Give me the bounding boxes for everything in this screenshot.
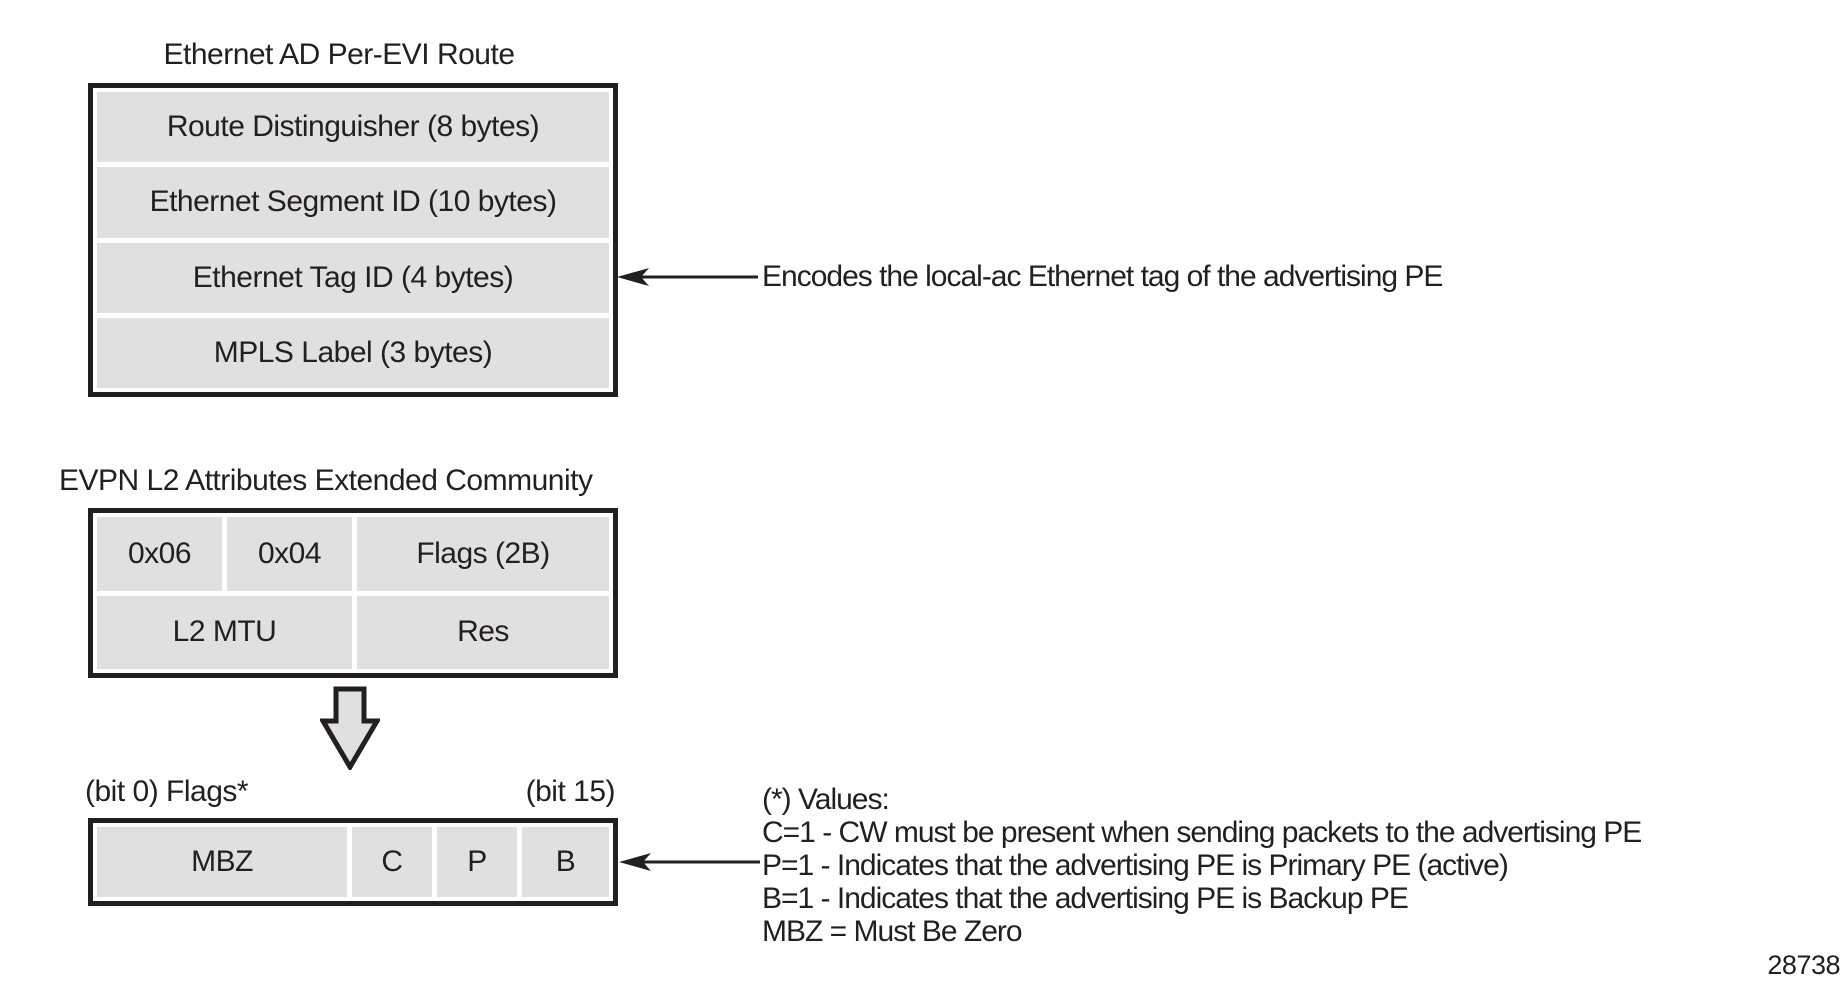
left-arrow-icon xyxy=(619,853,760,871)
field-b-bit: B xyxy=(522,827,609,897)
values-note-c: C=1 - CW must be present when sending pa… xyxy=(762,816,1642,849)
route-field-mpls-label: MPLS Label (3 bytes) xyxy=(97,317,609,388)
field-res: Res xyxy=(357,595,609,669)
figure-number: 28738 xyxy=(1767,950,1840,980)
community-row-2: L2 MTU Res xyxy=(97,595,609,669)
down-arrow-icon xyxy=(320,686,380,770)
community-box-title: EVPN L2 Attributes Extended Community xyxy=(59,464,593,497)
field-flags: Flags (2B) xyxy=(357,517,609,591)
field-type-0x06: 0x06 xyxy=(97,517,222,591)
field-l2-mtu: L2 MTU xyxy=(97,595,352,669)
route-field-eth-tag-id: Ethernet Tag ID (4 bytes) xyxy=(97,242,609,313)
community-box: 0x06 0x04 Flags (2B) L2 MTU Res xyxy=(88,508,618,678)
route-box-title: Ethernet AD Per-EVI Route xyxy=(163,38,515,71)
field-c-bit: C xyxy=(352,827,432,897)
ethernet-tag-annotation: Encodes the local-ac Ethernet tag of the… xyxy=(762,260,1443,293)
route-box: Route Distinguisher (8 bytes) Ethernet S… xyxy=(88,83,618,397)
values-note-heading: (*) Values: xyxy=(762,783,890,816)
route-field-rd: Route Distinguisher (8 bytes) xyxy=(97,92,609,163)
values-note-mbz: MBZ = Must Be Zero xyxy=(762,915,1023,948)
flags-bit-labels: (bit 0) Flags* (bit 15) xyxy=(85,775,616,808)
bit15-label: (bit 15) xyxy=(525,775,616,808)
field-mbz: MBZ xyxy=(97,827,347,897)
route-field-esi: Ethernet Segment ID (10 bytes) xyxy=(97,167,609,238)
flags-box: MBZ C P B xyxy=(88,818,618,906)
field-p-bit: P xyxy=(437,827,517,897)
values-note-b: B=1 - Indicates that the advertising PE … xyxy=(762,882,1409,915)
community-row-1: 0x06 0x04 Flags (2B) xyxy=(97,517,609,591)
flags-row: MBZ C P B xyxy=(97,827,609,897)
field-subtype-0x04: 0x04 xyxy=(227,517,352,591)
bit0-label: (bit 0) Flags* xyxy=(85,775,249,808)
left-arrow-icon xyxy=(617,268,758,286)
values-note-p: P=1 - Indicates that the advertising PE … xyxy=(762,849,1509,882)
flag-values-note: (*) Values: C=1 - CW must be present whe… xyxy=(762,783,1642,948)
